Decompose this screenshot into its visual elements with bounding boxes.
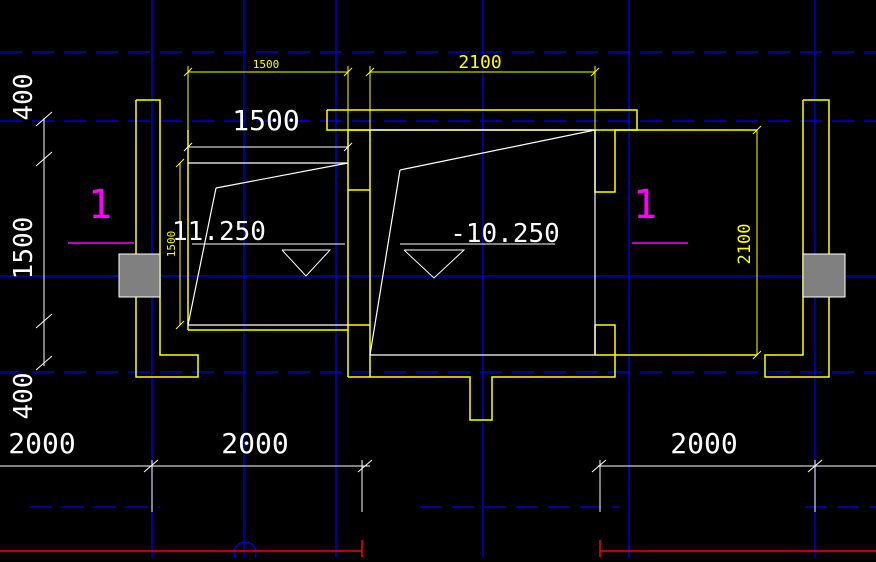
level-right: -10.250 bbox=[450, 219, 560, 249]
dim-inner-width: 1500 bbox=[232, 104, 299, 137]
dim-top-right-width: 2100 bbox=[458, 52, 501, 73]
dim-left-top: 400 bbox=[9, 74, 39, 121]
dim-bottom-left: 2000 bbox=[8, 427, 75, 460]
axis-bubble bbox=[233, 541, 257, 562]
dim-bottom-middle: 2000 bbox=[221, 427, 288, 460]
dim-left-pit-height: 1500 bbox=[165, 231, 178, 258]
red-lines bbox=[0, 540, 876, 557]
left-column-block bbox=[118, 253, 161, 298]
white-dimension-lines bbox=[0, 111, 876, 512]
dim-bottom-right: 2000 bbox=[670, 427, 737, 460]
pit-outlines bbox=[187, 129, 596, 356]
dim-right-pit-height: 2100 bbox=[735, 224, 755, 265]
section-mark-right: 1 bbox=[633, 182, 657, 228]
right-column-block bbox=[802, 253, 846, 298]
dim-left-bottom: 400 bbox=[9, 373, 39, 420]
dim-top-left-width: 1500 bbox=[253, 58, 280, 71]
top-dimension-lines bbox=[175, 66, 762, 360]
level-left: 11.250 bbox=[172, 217, 266, 247]
section-mark-left: 1 bbox=[88, 182, 112, 228]
dim-left-middle: 1500 bbox=[9, 217, 39, 280]
